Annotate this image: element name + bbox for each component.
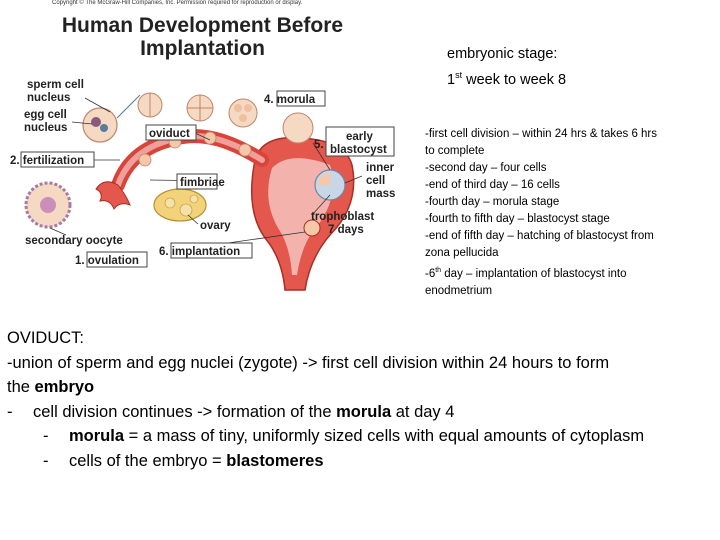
figure-copyright: Copyright © The McGraw-Hill Companies, I… (52, 0, 303, 6)
stage-heading: embryonic stage: 1st week to week 8 (447, 44, 566, 91)
timeline-item: -second day – four cells (425, 162, 547, 174)
fimbriae-shape (95, 181, 131, 211)
label-inner: inner (366, 162, 395, 174)
sperm-tail (116, 94, 141, 119)
notes-sub-blastomeres: -cells of the embryo = blastomeres (43, 451, 324, 470)
figure-title-line2: Implantation (140, 37, 265, 60)
label-early: early (346, 131, 373, 143)
stage-line2: 1st week to week 8 (447, 70, 567, 88)
label-early-blastocyst-number: 5. (314, 139, 324, 151)
implantation-shape (303, 219, 321, 237)
figure-title: Human Development Before Implantation (50, 14, 355, 60)
morula-top (282, 112, 314, 144)
morula-stage (228, 98, 258, 128)
label-fimbriae: fimbriae (180, 177, 225, 189)
notes-heading: OVIDUCT: (7, 329, 85, 347)
label-sperm-cell: sperm cell (27, 79, 84, 91)
timeline-item: -first cell division – within 24 hrs & t… (425, 128, 658, 140)
notes-bullet-morula: -cell division continues -> formation of… (7, 402, 455, 421)
morula-cell (203, 131, 217, 145)
oviduct-notes: OVIDUCT: -union of sperm and egg nuclei … (7, 326, 717, 473)
timeline-item: enodmetrium (425, 284, 493, 297)
label-mass: mass (366, 188, 395, 200)
label-7-days: 7 days (328, 224, 364, 236)
label-secondary-oocyte: secondary oocyte (25, 235, 123, 247)
timeline-item: -end of third day – 16 cells (425, 179, 560, 191)
notes-sub-morula-definition: -morula = a mass of tiny, uniformly size… (43, 427, 645, 445)
label-sperm-nucleus: nucleus (27, 92, 70, 104)
label-blastocyst: blastocyst (330, 144, 387, 156)
label-egg-cell: egg cell (24, 109, 67, 121)
ovary-shape (153, 188, 207, 222)
notes-line2: the embryo (7, 378, 95, 396)
label-oviduct: oviduct (149, 128, 190, 140)
label-ovulation: 1. ovulation (75, 255, 139, 267)
label-cell: cell (366, 175, 385, 187)
notes-line1: -union of sperm and egg nuclei (zygote) … (7, 353, 610, 372)
stage-line1: embryonic stage: (447, 46, 558, 62)
timeline-item-implantation: -6th day – implantation of blastocyst in… (425, 267, 627, 280)
label-egg-nucleus: nucleus (24, 122, 67, 134)
timeline-item: to complete (425, 145, 485, 157)
development-timeline: -first cell division – within 24 hrs & t… (425, 126, 715, 300)
label-fertilization: 2. fertilization (10, 155, 84, 167)
implantation-diagram: sperm cell nucleus egg cell nucleus 4. m… (10, 79, 395, 291)
timeline-item: -fourth to fifth day – blastocyst stage (425, 213, 610, 225)
timeline-item: -end of fifth day – hatching of blastocy… (425, 230, 654, 242)
figure-title-line1: Human Development Before (61, 14, 344, 37)
timeline-item: zona pellucida (425, 247, 499, 259)
label-morula: 4. morula (264, 94, 316, 106)
blastocyst-cell (238, 143, 252, 157)
label-trophoblast: trophoblast (311, 211, 374, 223)
label-ovary: ovary (200, 220, 231, 232)
timeline-item: -fourth day – morula stage (425, 196, 560, 208)
label-implantation: 6. implantation (159, 246, 240, 258)
zygote-cell (138, 153, 152, 167)
